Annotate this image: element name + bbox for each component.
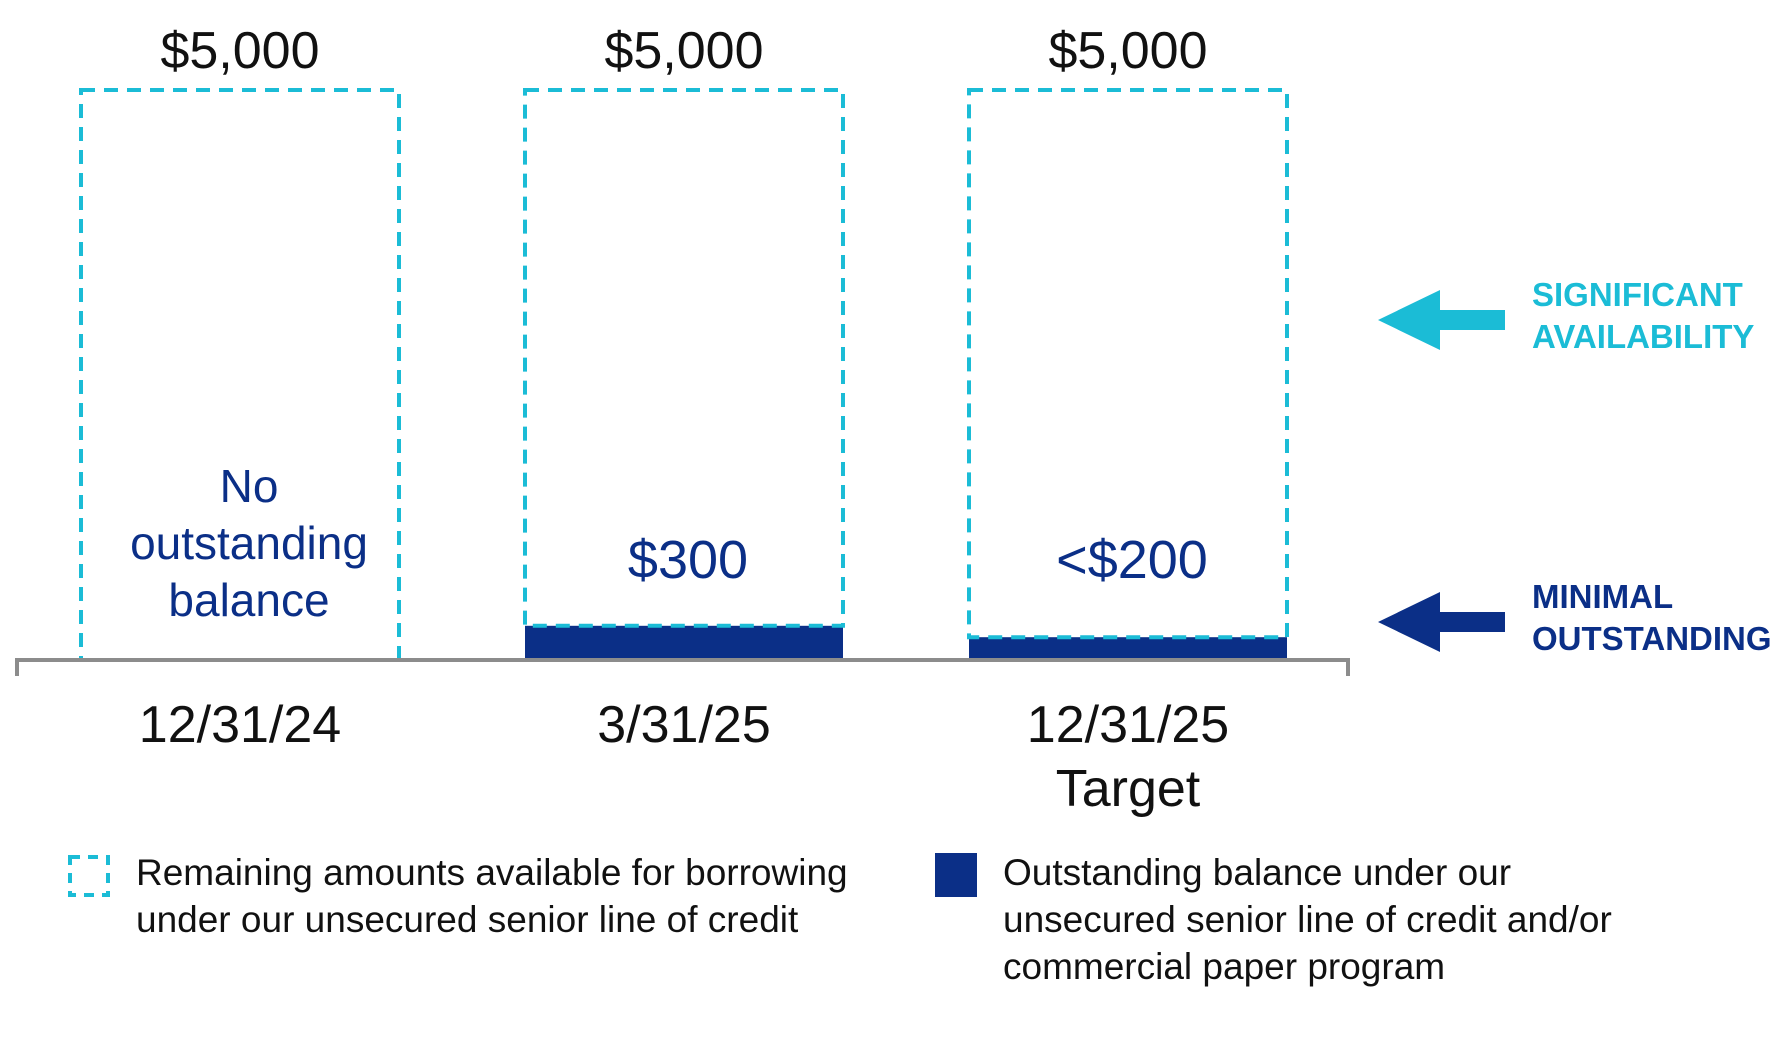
bar-outstanding-label-1: $300 [628,530,748,590]
bar-available-1 [523,88,845,628]
legend-label-outstanding-2: commercial paper program [1003,946,1445,987]
legend-label-outstanding-1: unsecured senior line of credit and/or [1003,899,1612,940]
annotation-arrow-1 [1378,592,1505,652]
legend-label-available-0: Remaining amounts available for borrowin… [136,852,848,893]
bar-outstanding-label-0-1: outstanding [130,517,368,569]
annotation-label-1-0: MINIMAL [1532,578,1673,615]
category-label-0-0: 12/31/24 [139,696,341,754]
bar-total-label-0: $5,000 [160,22,319,80]
bar-outstanding-label-0-2: balance [168,574,329,626]
legend-swatch-available [68,855,110,897]
category-label-2-0: 12/31/25 [1027,696,1229,754]
bar-outstanding-1 [525,625,843,660]
legend-label-available-1: under our unsecured senior line of credi… [136,899,799,940]
bar-total-label-1: $5,000 [604,22,763,80]
bar-total-label-2: $5,000 [1048,22,1207,80]
annotation-label-0-1: AVAILABILITY [1532,318,1754,355]
annotation-label-0-0: SIGNIFICANT [1532,276,1743,313]
legend-swatch-outstanding [935,853,977,897]
x-axis-line [15,658,1350,676]
category-label-1-0: 3/31/25 [597,696,771,754]
bar-outstanding-label-0-0: No [220,460,279,512]
legend-label-outstanding-0: Outstanding balance under our [1003,852,1511,893]
annotation-label-1-1: OUTSTANDING [1532,620,1772,657]
annotation-arrow-0 [1378,290,1505,350]
category-label-2-1: Target [1056,760,1201,818]
bar-available-2 [967,88,1289,640]
bar-outstanding-2 [969,637,1287,660]
bar-outstanding-label-2: <$200 [1056,530,1208,590]
